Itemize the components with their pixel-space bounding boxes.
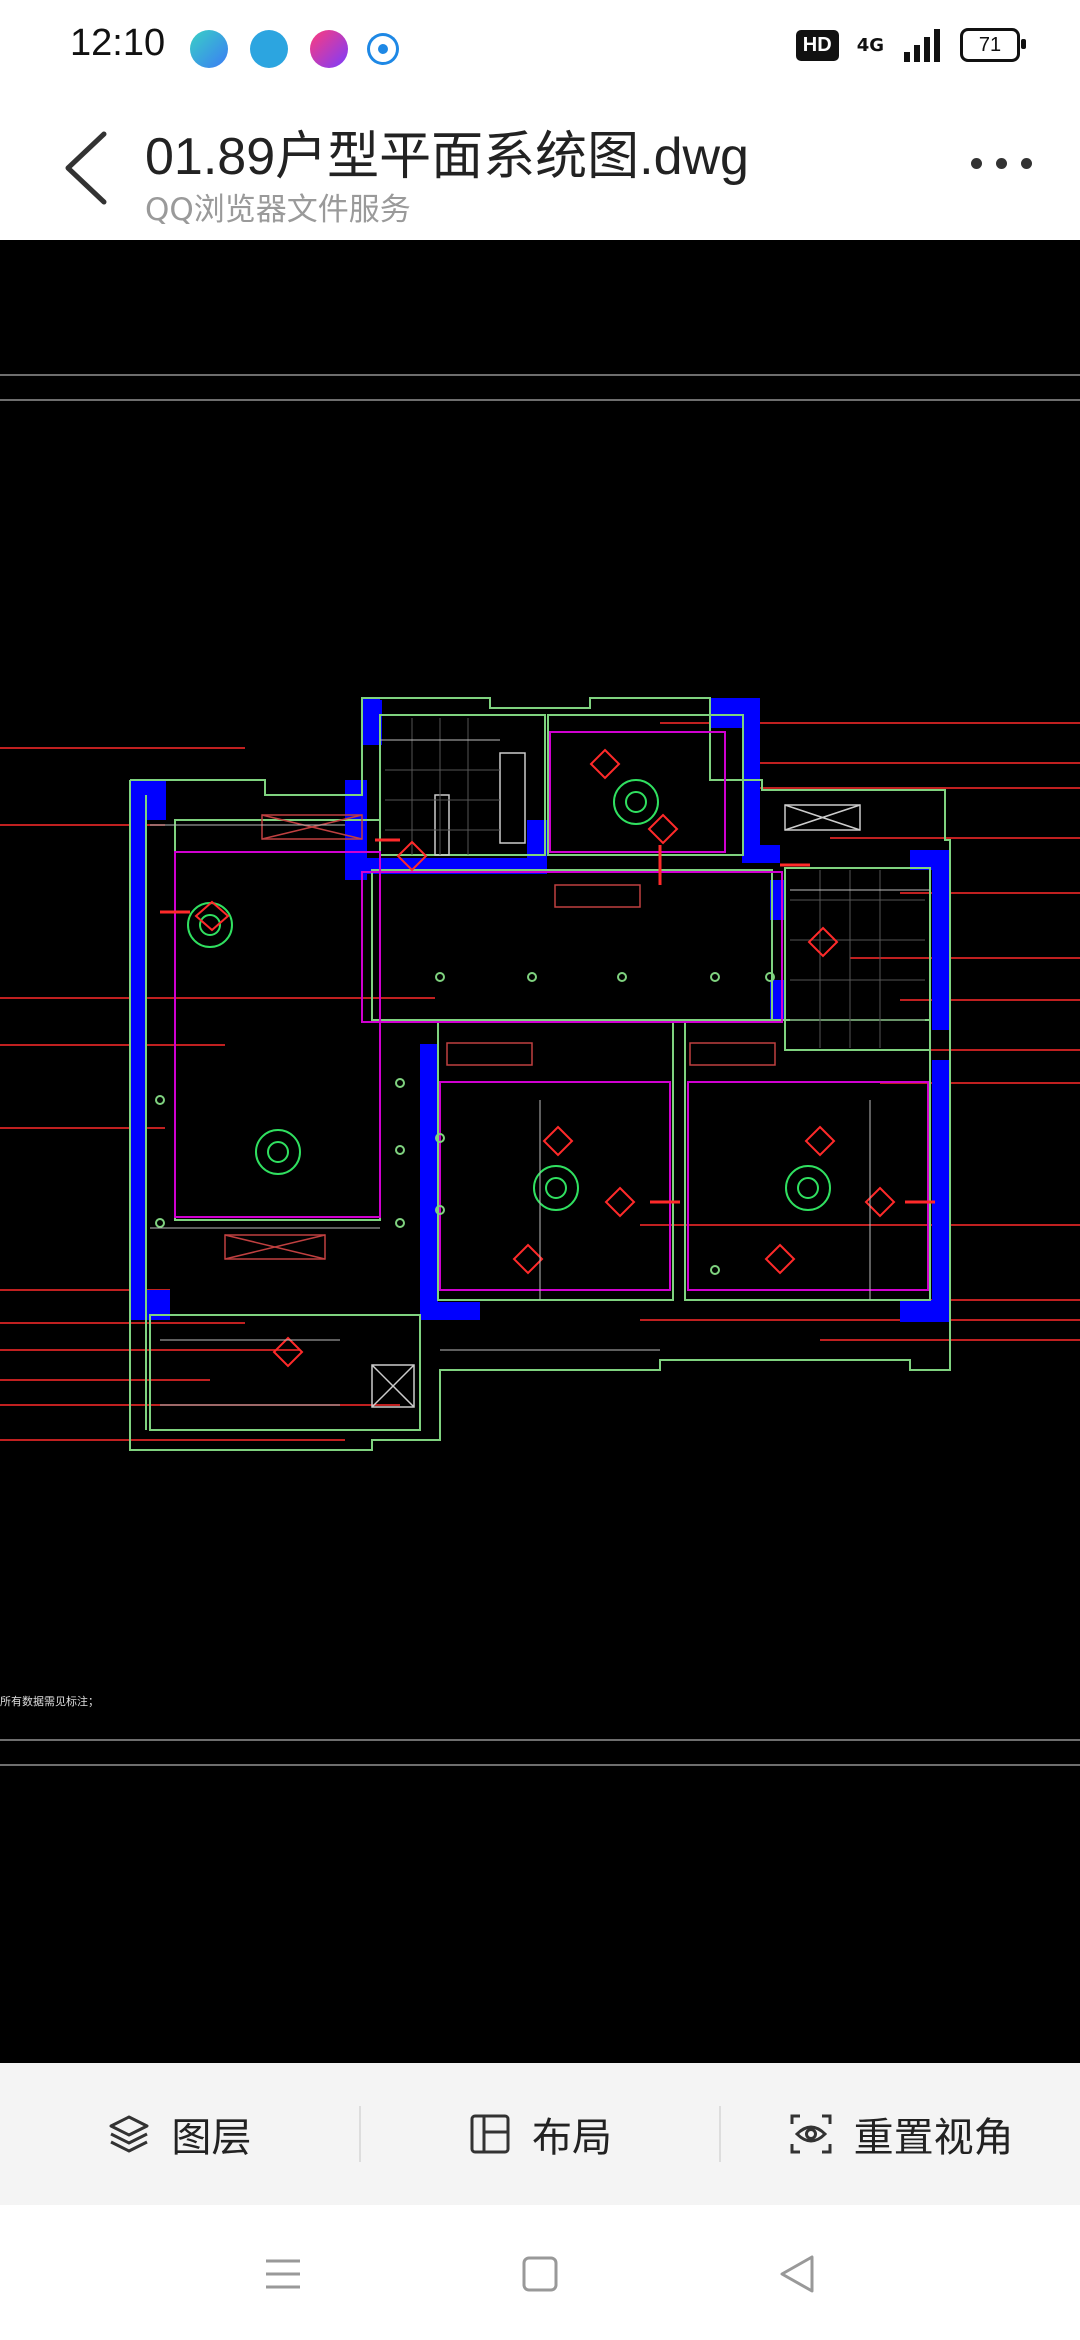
- layers-icon: [109, 2115, 149, 2153]
- divider: [719, 2106, 722, 2162]
- network-indicator: 4G: [856, 34, 884, 56]
- layout-icon: [470, 2114, 510, 2154]
- notification-icons: [190, 30, 396, 68]
- file-title: 01.89户型平面系统图.dwg: [145, 128, 749, 186]
- reset-view-button[interactable]: 重置视角: [721, 2063, 1080, 2205]
- back-icon[interactable]: [772, 2249, 822, 2299]
- layout-button[interactable]: 布局: [361, 2063, 720, 2205]
- home-icon[interactable]: [515, 2249, 565, 2299]
- video-app-icon: [190, 30, 228, 68]
- eye-view-icon: [790, 2114, 832, 2154]
- status-time: 12:10: [70, 22, 166, 64]
- cad-drawing-canvas[interactable]: 所有数据需见标注；: [0, 240, 1080, 2063]
- back-arrow-icon[interactable]: [60, 128, 110, 208]
- reset-view-label: 重置视角: [853, 2115, 1014, 2161]
- hd-badge: HD: [795, 29, 839, 61]
- media-app-icon: [310, 30, 348, 68]
- layers-label: 图层: [171, 2115, 252, 2161]
- layers-button[interactable]: 图层: [0, 2063, 359, 2205]
- browser-app-icon: [370, 36, 396, 62]
- signal-icon: [904, 29, 940, 62]
- more-icon: [971, 158, 982, 169]
- drawing-note: 所有数据需见标注；: [0, 1695, 99, 1708]
- menu-icon[interactable]: [258, 2249, 308, 2299]
- battery-level: 71: [978, 33, 1002, 56]
- status-bar: 12:10 HD 4G 71: [0, 0, 1080, 96]
- telegram-icon: [250, 30, 288, 68]
- file-source: QQ浏览器文件服务: [145, 192, 411, 228]
- system-navigation-bar: [0, 2205, 1080, 2340]
- more-menu-button[interactable]: [971, 158, 1032, 169]
- divider: [358, 2106, 361, 2162]
- battery-icon: 71: [960, 28, 1026, 62]
- title-bar: 01.89户型平面系统图.dwg QQ浏览器文件服务: [0, 96, 1080, 240]
- bottom-toolbar: 图层 布局 重置视角: [0, 2063, 1080, 2205]
- floor-plan-drawing: [0, 374, 1080, 1766]
- layout-label: 布局: [532, 2115, 612, 2161]
